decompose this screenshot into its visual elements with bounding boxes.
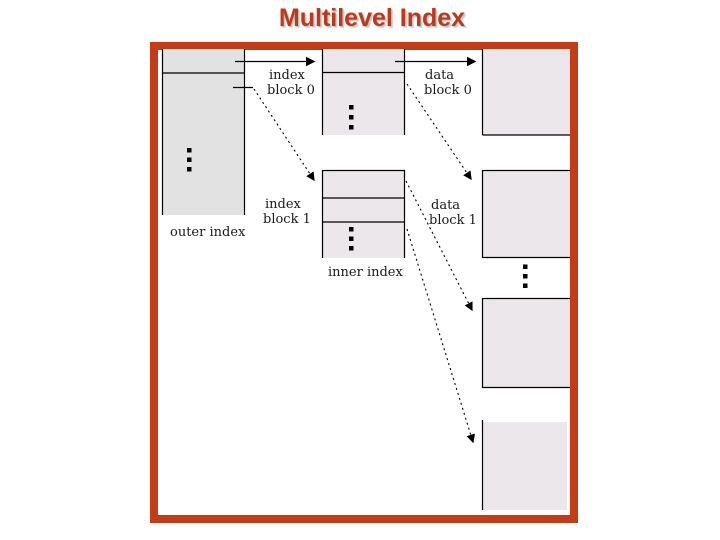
index-block-1-fill <box>322 170 405 258</box>
index-block-1-borders <box>321 169 406 258</box>
slide-title: Multilevel Index <box>278 4 466 32</box>
index-block-0-fill <box>322 49 405 135</box>
outer-index-borders <box>161 49 253 215</box>
outer-index-ellipsis-icon <box>187 148 192 172</box>
data-block-2-borders <box>481 297 570 389</box>
index-block-1-label-line1: index <box>265 197 302 212</box>
slide-frame <box>150 42 578 523</box>
index-block-0-borders <box>321 49 406 135</box>
data-block-2 <box>481 297 570 389</box>
data-column-ellipsis-icon <box>523 264 528 288</box>
outer-index-block <box>161 49 253 215</box>
data-block-0-label-line1: data <box>425 68 454 83</box>
data-block-3-fill <box>482 422 567 510</box>
index-block-0-label-line1: index <box>269 68 306 83</box>
index-block-0 <box>321 49 406 135</box>
outer-index-label: outer index <box>170 225 246 240</box>
arrow-index-block-1-to-data-block-2 <box>405 180 473 312</box>
data-block-3 <box>481 420 567 510</box>
index-block-1-label-line2: block 1 <box>263 212 311 227</box>
arrow-index-block-1-to-data-block-3 <box>406 228 475 444</box>
index-block-1-ellipsis-icon <box>349 227 354 251</box>
data-block-0-borders <box>481 49 570 136</box>
data-block-1-label-line1: data <box>431 198 460 213</box>
index-block-0-label-line2: block 0 <box>267 83 315 98</box>
data-block-1-borders <box>481 169 570 259</box>
index-block-0-ellipsis-icon <box>349 105 354 130</box>
outer-index-fill <box>162 49 245 215</box>
data-block-1 <box>481 169 570 259</box>
index-block-1 <box>321 169 406 258</box>
data-block-0 <box>481 49 570 136</box>
inner-index-label: inner index <box>328 265 403 280</box>
arrow-outer-to-index-block-1 <box>253 88 315 182</box>
data-block-1-label-line2: block 1 <box>429 213 477 228</box>
data-block-1-fill <box>482 170 570 258</box>
arrow-index-block-0-to-data-block-1 <box>406 83 472 181</box>
data-block-0-fill <box>482 49 570 135</box>
data-block-2-fill <box>482 298 570 388</box>
data-block-0-label-line2: block 0 <box>424 83 472 98</box>
